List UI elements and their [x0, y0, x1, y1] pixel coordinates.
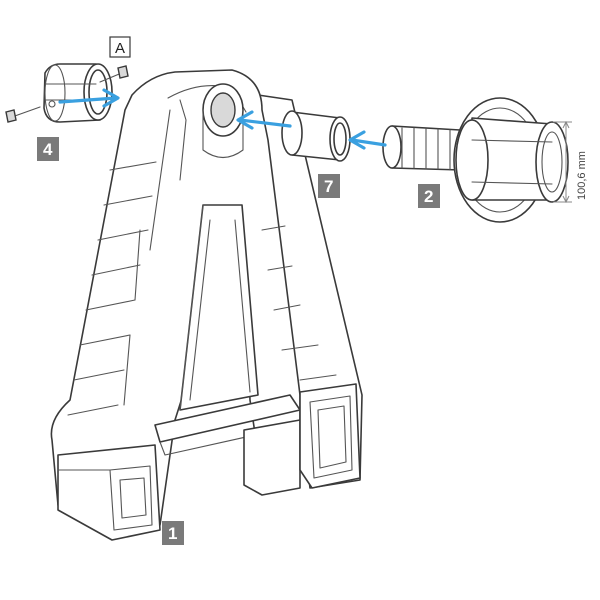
part-7-sleeve [281, 110, 351, 162]
part-label-7: 7 [318, 174, 340, 198]
svg-text:1: 1 [168, 524, 177, 543]
svg-text:2: 2 [424, 187, 433, 206]
dimension-label: 100,6 mm [576, 151, 588, 200]
part-label-2: 2 [418, 184, 440, 208]
screw-icon [5, 65, 129, 123]
svg-text:7: 7 [324, 177, 333, 196]
dimension-line [553, 120, 572, 204]
detail-label-a: A [109, 36, 131, 58]
part-label-4: 4 [37, 137, 59, 161]
part-label-1: 1 [162, 521, 184, 545]
svg-text:4: 4 [43, 140, 53, 159]
a-frame-stand [50, 69, 363, 541]
arrow-right-icon [58, 88, 387, 150]
svg-text:A: A [115, 40, 125, 57]
part-2-adapter [382, 97, 569, 223]
part-4-sleeve [43, 63, 113, 123]
